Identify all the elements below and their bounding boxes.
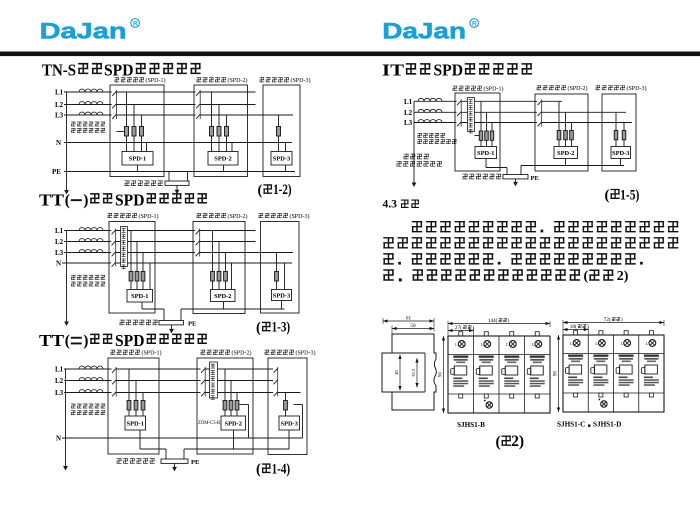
svg-text:L1: L1 xyxy=(55,366,64,374)
svg-text:(: ( xyxy=(256,462,261,478)
svg-text:(SPD-1): (SPD-1) xyxy=(483,86,503,93)
svg-text:PE: PE xyxy=(52,168,61,176)
svg-text:L: L xyxy=(506,343,509,347)
svg-text:L: L xyxy=(646,342,649,346)
svg-text:2): 2) xyxy=(617,269,629,284)
svg-text:PE: PE xyxy=(191,459,200,466)
svg-text:L2: L2 xyxy=(55,101,64,109)
svg-text:1-3): 1-3) xyxy=(272,320,291,336)
svg-text:(: ( xyxy=(584,269,589,284)
svg-text:4.3: 4.3 xyxy=(383,198,398,210)
svg-text:(SPD-1): (SPD-1) xyxy=(145,77,165,84)
svg-text:L: L xyxy=(455,343,458,347)
svg-text:(SPD-2): (SPD-2) xyxy=(227,213,247,220)
svg-text:L1: L1 xyxy=(55,89,64,97)
svg-text:SPD-2: SPD-2 xyxy=(214,156,231,163)
svg-text:L3: L3 xyxy=(404,119,413,127)
svg-text:L: L xyxy=(595,342,598,346)
svg-text:L3: L3 xyxy=(55,389,64,397)
svg-text:SPD: SPD xyxy=(434,61,464,80)
svg-text:SPD-3: SPD-3 xyxy=(273,156,290,163)
svg-text:SPD-3: SPD-3 xyxy=(612,150,629,157)
svg-text:SPD-1: SPD-1 xyxy=(477,150,494,157)
svg-text:(: ( xyxy=(65,333,70,350)
svg-text:(SPD-3): (SPD-3) xyxy=(295,350,315,357)
svg-text:SPD-2: SPD-2 xyxy=(557,150,574,157)
svg-text:(SPD-2): (SPD-2) xyxy=(227,77,247,84)
svg-text:): ) xyxy=(83,333,88,350)
svg-text:(SPD-3): (SPD-3) xyxy=(626,85,646,92)
svg-text:SPD: SPD xyxy=(115,331,145,350)
svg-text:L: L xyxy=(481,343,484,347)
svg-text:PE: PE xyxy=(188,321,197,328)
svg-text:R: R xyxy=(133,21,138,28)
svg-text:(SPD-2): (SPD-2) xyxy=(567,85,587,92)
svg-text:(: ( xyxy=(258,183,263,199)
svg-text:DaJan: DaJan xyxy=(382,19,466,43)
svg-text:1-2): 1-2) xyxy=(273,182,292,198)
svg-text:144(: 144( xyxy=(488,317,498,324)
svg-text:TT: TT xyxy=(39,331,65,350)
svg-text:(: ( xyxy=(605,188,610,204)
svg-text:1-5): 1-5) xyxy=(620,187,639,203)
svg-text:N: N xyxy=(56,260,61,268)
svg-text:L2: L2 xyxy=(55,238,64,246)
svg-text:TN-S: TN-S xyxy=(42,61,76,80)
svg-text:SPD-2: SPD-2 xyxy=(225,420,242,427)
svg-text:L3: L3 xyxy=(55,249,64,257)
svg-text:SPD-3: SPD-3 xyxy=(281,420,298,427)
svg-text:SPD-2: SPD-2 xyxy=(214,293,231,300)
svg-text:L3: L3 xyxy=(55,112,64,120)
svg-text:): ) xyxy=(508,317,510,324)
svg-text:72(: 72( xyxy=(604,316,611,323)
svg-text:SPD-3: SPD-3 xyxy=(273,292,290,299)
svg-text:SPD-1: SPD-1 xyxy=(131,293,148,300)
svg-text:R: R xyxy=(472,21,477,28)
svg-text:27(: 27( xyxy=(455,324,462,331)
svg-text:35.5: 35.5 xyxy=(411,368,416,377)
svg-text:61: 61 xyxy=(406,315,412,321)
svg-text:L1: L1 xyxy=(404,98,413,106)
svg-text:(SPD-1): (SPD-1) xyxy=(138,213,158,220)
svg-text:SPD: SPD xyxy=(115,191,145,210)
svg-text:45: 45 xyxy=(394,370,399,375)
svg-text:TT: TT xyxy=(39,191,65,210)
svg-text:SJHS1-C: SJHS1-C xyxy=(557,421,585,429)
svg-text:90: 90 xyxy=(439,372,444,378)
svg-text:90: 90 xyxy=(554,371,559,377)
svg-text:IT: IT xyxy=(382,61,405,80)
svg-text:(SPD-3): (SPD-3) xyxy=(289,213,309,220)
svg-text:(: ( xyxy=(496,434,501,451)
svg-text:(: ( xyxy=(256,320,261,336)
svg-text:L: L xyxy=(621,342,624,346)
svg-text:(: ( xyxy=(65,192,70,209)
svg-text:L2: L2 xyxy=(55,377,64,385)
svg-text:): ) xyxy=(621,316,623,323)
svg-text:(SPD-3): (SPD-3) xyxy=(290,77,310,84)
svg-text:ZOM-C5-B: ZOM-C5-B xyxy=(198,421,220,426)
svg-text:(SPD-1): (SPD-1) xyxy=(141,350,161,357)
svg-text:(SPD-2): (SPD-2) xyxy=(231,350,251,357)
svg-text:): ) xyxy=(472,324,474,331)
svg-text:L2: L2 xyxy=(404,109,413,117)
svg-text:N: N xyxy=(56,139,61,147)
svg-text:SJHS1-B: SJHS1-B xyxy=(457,421,485,429)
svg-text:SPD-1: SPD-1 xyxy=(129,156,146,163)
svg-text:SJHS1-D: SJHS1-D xyxy=(593,421,621,429)
svg-text:): ) xyxy=(83,192,88,209)
svg-text:L: L xyxy=(570,342,573,346)
svg-text:2): 2) xyxy=(511,433,524,450)
svg-text:1-4): 1-4) xyxy=(272,461,291,477)
svg-text:L1: L1 xyxy=(55,227,64,235)
svg-text:N: N xyxy=(56,435,61,443)
svg-text:PE: PE xyxy=(531,175,540,182)
svg-text:SPD-1: SPD-1 xyxy=(127,420,144,427)
svg-text:SPD: SPD xyxy=(104,61,134,80)
svg-text:50: 50 xyxy=(410,323,416,329)
svg-text:18(: 18( xyxy=(570,323,577,330)
svg-text:L: L xyxy=(532,343,535,347)
svg-text:DaJan: DaJan xyxy=(40,20,127,44)
